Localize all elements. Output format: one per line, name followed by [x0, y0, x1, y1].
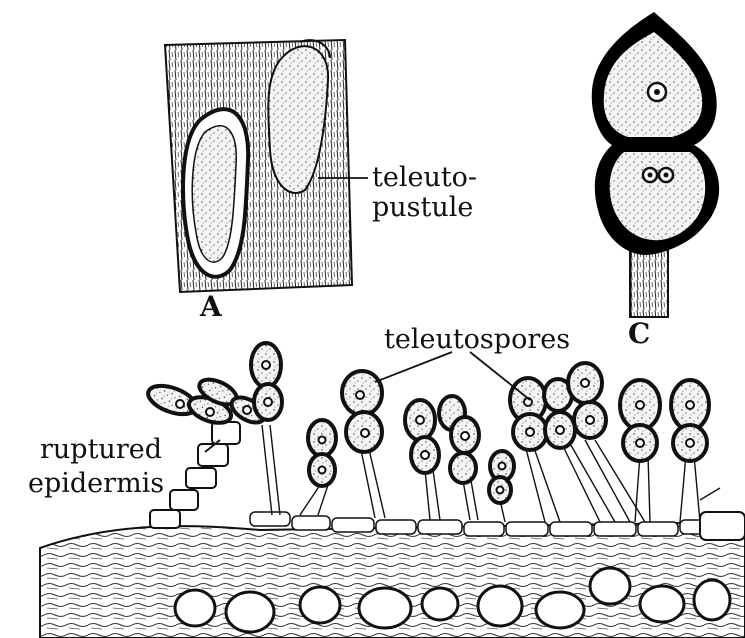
panel-a-letter: A — [199, 290, 223, 323]
left-pustule — [183, 109, 248, 277]
ruptured-label: ruptured — [40, 434, 162, 465]
teleuto-label-line1: teleuto- — [372, 162, 477, 193]
teleutospores-label: teleutospores — [384, 324, 570, 355]
panel-c-letter: C — [628, 317, 650, 350]
teleutospores-pointers — [375, 352, 530, 400]
teleuto-label-line2: pustule — [372, 192, 473, 223]
epidermis-label: epidermis — [28, 468, 164, 499]
panel-b-section: teleutospores ruptured epidermis — [28, 324, 745, 638]
panel-a-stem: teleuto- pustule A — [165, 40, 477, 323]
panel-c-teleutospore: C — [592, 12, 719, 350]
